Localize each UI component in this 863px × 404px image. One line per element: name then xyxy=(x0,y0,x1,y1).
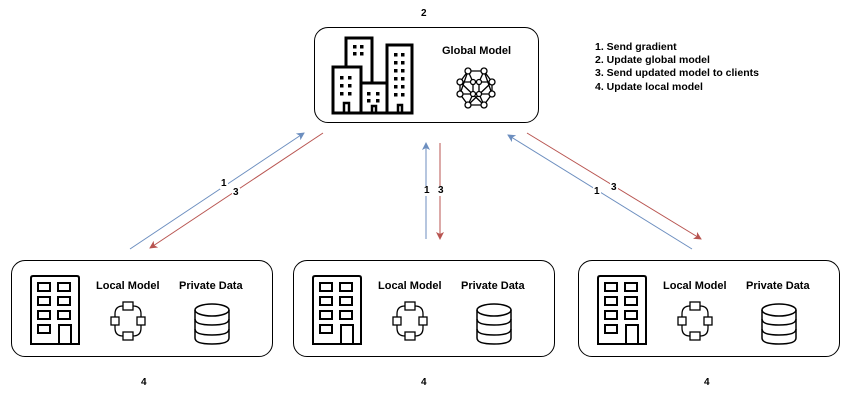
local-model-label: Local Model xyxy=(96,280,160,292)
office-building-icon xyxy=(312,275,362,345)
server-step-number: 2 xyxy=(421,8,427,19)
ring-network-icon xyxy=(110,301,146,341)
legend-item: 4. Update local model xyxy=(595,80,703,93)
server-title: Global Model xyxy=(442,45,512,57)
arrow-send-gradient-left xyxy=(129,132,305,250)
private-data-label: Private Data xyxy=(461,280,525,292)
local-model-label: Local Model xyxy=(378,280,442,292)
ring-network-icon xyxy=(677,301,713,341)
steps-legend: 1. Send gradient 2. Update global model … xyxy=(595,41,759,94)
edge-label-upload-left: 1 xyxy=(220,178,228,189)
private-data-label: Private Data xyxy=(179,280,243,292)
database-icon xyxy=(194,303,230,345)
edge-label-download-left: 3 xyxy=(232,187,240,198)
office-building-icon xyxy=(30,275,80,345)
database-icon xyxy=(761,303,797,345)
client-step-number: 4 xyxy=(141,377,147,388)
legend-item: 3. Send updated model to clients xyxy=(595,67,759,80)
database-icon xyxy=(476,303,512,345)
local-model-label: Local Model xyxy=(663,280,727,292)
neural-network-icon xyxy=(456,67,496,109)
legend-item: 1. Send gradient xyxy=(595,41,677,53)
client-node-2[interactable]: Local Model Private Data xyxy=(293,260,555,357)
client-node-3[interactable]: Local Model Private Data xyxy=(578,260,840,357)
edge-label-download-middle: 3 xyxy=(437,185,445,196)
client-step-number: 4 xyxy=(421,377,427,388)
client-node-1[interactable]: Local Model Private Data xyxy=(11,260,273,357)
office-building-icon xyxy=(597,275,647,345)
city-buildings-icon xyxy=(331,36,414,115)
client-step-number: 4 xyxy=(704,377,710,388)
edge-label-upload-middle: 1 xyxy=(423,185,431,196)
edge-label-download-right: 3 xyxy=(610,182,618,193)
ring-network-icon xyxy=(392,301,428,341)
server-node[interactable]: Global Model xyxy=(314,27,539,123)
private-data-label: Private Data xyxy=(746,280,810,292)
legend-item: 2. Update global model xyxy=(595,54,710,67)
edge-label-upload-right: 1 xyxy=(593,186,601,197)
